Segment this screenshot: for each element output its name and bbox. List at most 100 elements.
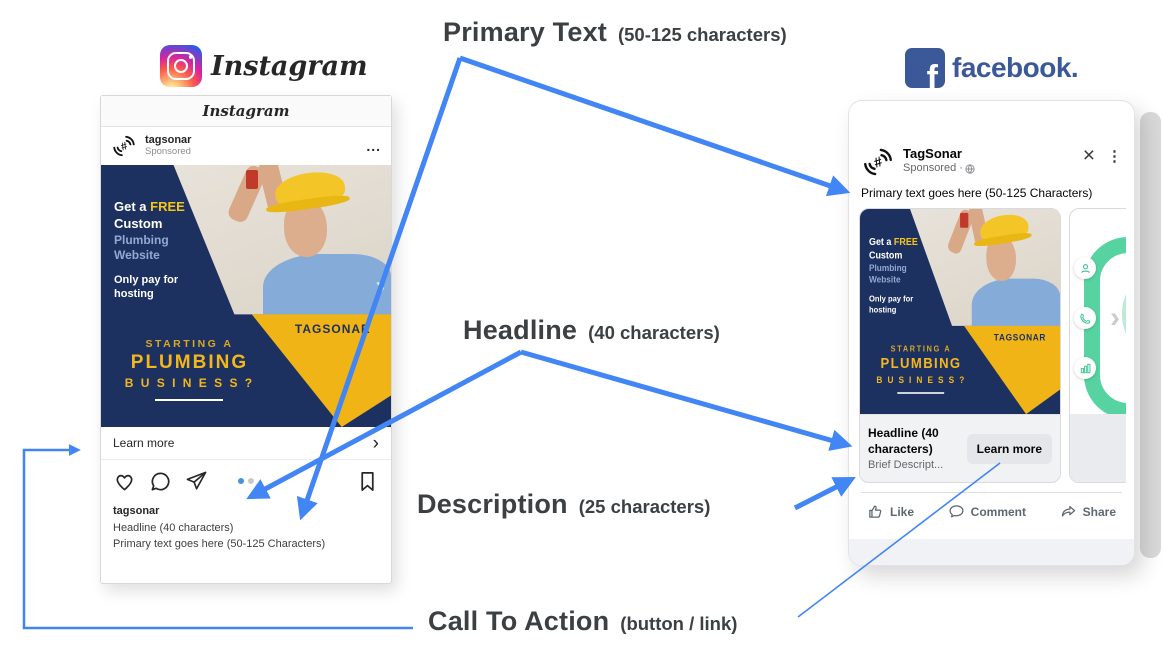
facebook-description: Brief Descript...	[868, 459, 944, 472]
offer-only-pay: Only pay for	[114, 273, 179, 286]
globe-icon	[965, 164, 975, 174]
instagram-camera-icon	[160, 45, 202, 87]
instagram-sponsored-label: Sponsored	[145, 145, 191, 157]
chevron-right-icon: ›	[372, 432, 379, 454]
svg-text:#: #	[120, 140, 129, 153]
instagram-cta-label: Learn more	[113, 436, 175, 450]
offer-website: Website	[114, 248, 160, 263]
person-badge-icon	[1074, 257, 1096, 279]
annotation-call-to-action: Call To Action (button / link)	[428, 606, 737, 637]
tagline-plumbing: PLUMBING	[880, 355, 962, 372]
facebook-username: TagSonar	[903, 146, 962, 161]
caption-username: tagsonar	[113, 505, 160, 517]
card-2-placeholder	[1070, 414, 1126, 482]
facebook-ad-info: Headline (40 characters) Brief Descript.…	[860, 414, 1060, 482]
offer-plumbing: Plumbing	[868, 262, 907, 274]
like-button[interactable]: Like	[867, 503, 914, 520]
close-icon[interactable]: ×	[1082, 144, 1095, 167]
offer-website: Website	[868, 274, 901, 286]
share-arrow-icon	[1061, 505, 1075, 517]
offer-only-pay: Only pay for	[868, 294, 914, 304]
more-options-icon[interactable]: ...	[366, 138, 381, 154]
instagram-learn-more-row[interactable]: Learn more ›	[101, 427, 391, 460]
primary-text-title: Primary Text	[443, 17, 607, 47]
tagline-plumbing: PLUMBING	[130, 351, 249, 373]
facebook-f-icon: f	[905, 48, 945, 88]
facebook-wordmark: facebook.	[952, 52, 1079, 83]
ad-offer-text: Get a FREE Custom Plumbing Website Only …	[869, 236, 918, 316]
headline-detail: (40 characters)	[588, 322, 720, 343]
facebook-headline: Headline (40 characters)	[868, 425, 939, 456]
share-plane-icon[interactable]	[185, 470, 208, 493]
share-button[interactable]: Share	[1060, 503, 1116, 520]
bookmark-icon[interactable]	[356, 470, 379, 493]
ad-tagline: STARTING A PLUMBING B U S I N E S S ?	[870, 344, 972, 394]
instagram-action-row	[101, 460, 391, 502]
description-title: Description	[417, 489, 568, 519]
instagram-caption: tagsonar Headline (40 characters) Primar…	[101, 502, 391, 553]
instagram-app-header: Instagram	[101, 96, 391, 127]
offer-hosting: hosting	[868, 305, 897, 315]
facebook-card-footer	[849, 539, 1134, 565]
carousel-next-icon[interactable]: ›	[1110, 301, 1120, 334]
call-to-action-detail: (button / link)	[620, 613, 738, 634]
facebook-carousel: TAGSONAR Get a FREE Custom Plumbing Webs…	[859, 208, 1126, 485]
instagram-phone-mockup: Instagram # tagsonar Sponsored ...	[100, 95, 392, 584]
facebook-ad-image: TAGSONAR Get a FREE Custom Plumbing Webs…	[860, 209, 1060, 414]
instagram-post-header: # tagsonar Sponsored ...	[101, 127, 391, 165]
carousel-next-icon[interactable]: ›	[375, 269, 386, 303]
tagline-business: B U S I N E S S ?	[876, 374, 966, 386]
like-heart-icon[interactable]	[113, 470, 136, 493]
tagsonar-avatar: #	[113, 135, 135, 157]
call-to-action-title: Call To Action	[428, 606, 610, 636]
caption-headline: Headline (40 characters)	[113, 521, 234, 534]
carousel-card-2[interactable]: ›	[1069, 208, 1126, 483]
ad-tagline: STARTING A PLUMBING B U S I N E S S ?	[116, 338, 264, 401]
facebook-phone-mockup: # TagSonar Sponsored · × ⋮ Primary text …	[848, 100, 1135, 566]
ad-brand-name: TAGSONAR	[993, 332, 1047, 344]
facebook-primary-text: Primary text goes here (50-125 Character…	[861, 186, 1093, 200]
instagram-username: tagsonar	[145, 134, 192, 147]
ad-offer-text: Get a FREE Custom Plumbing Website Only …	[114, 199, 185, 302]
annotation-primary-text: Primary Text (50-125 characters)	[443, 17, 787, 48]
chart-badge-icon	[1074, 357, 1096, 379]
description-detail: (25 characters)	[578, 496, 711, 517]
facebook-sponsored-label: Sponsored ·	[903, 162, 963, 175]
annotation-headline: Headline (40 characters)	[463, 315, 720, 346]
facebook-learn-more-button[interactable]: Learn more	[966, 433, 1052, 464]
share-label: Share	[1082, 504, 1116, 519]
tagline-starting-a: STARTING A	[890, 344, 952, 354]
comment-button[interactable]: Comment	[948, 503, 1026, 520]
like-label: Like	[890, 504, 915, 519]
carousel-card-1[interactable]: TAGSONAR Get a FREE Custom Plumbing Webs…	[859, 208, 1061, 483]
arrow-primary-to-facebook	[459, 55, 851, 197]
facebook-logo: f facebook.	[905, 48, 1079, 88]
carousel-dots	[238, 478, 254, 484]
offer-custom: Custom	[114, 215, 163, 231]
comment-bubble-icon	[949, 505, 964, 518]
instagram-ad-image: › TAGSONAR Get a FREE Custom Plumbing We…	[101, 165, 391, 427]
offer-get-a: Get a	[868, 235, 892, 248]
kebab-menu-icon[interactable]: ⋮	[1107, 147, 1122, 165]
teal-blob-graphic	[1122, 279, 1126, 349]
ad-brand-name: TAGSONAR	[294, 322, 371, 337]
comment-icon[interactable]	[149, 470, 172, 493]
thumbs-up-icon	[869, 505, 882, 518]
annotation-description: Description (25 characters)	[417, 489, 710, 520]
tagline-underline	[155, 398, 224, 401]
arrow-description-to-facebook	[793, 477, 856, 511]
offer-hosting: hosting	[114, 288, 154, 301]
phone-badge-icon	[1074, 307, 1096, 329]
tagline-starting-a: STARTING A	[145, 337, 234, 350]
facebook-post-header: # TagSonar Sponsored · × ⋮	[849, 145, 1134, 179]
tagline-underline	[897, 392, 945, 394]
background-phone-edge	[1140, 112, 1161, 558]
primary-text-detail: (50-125 characters)	[617, 24, 787, 45]
offer-custom: Custom	[868, 248, 903, 261]
facebook-action-bar: Like Comment Share	[861, 492, 1122, 530]
offer-free: FREE	[893, 235, 918, 248]
offer-get-a: Get a	[114, 199, 147, 214]
tagsonar-avatar: #	[864, 148, 892, 176]
headline-title: Headline	[463, 315, 578, 345]
